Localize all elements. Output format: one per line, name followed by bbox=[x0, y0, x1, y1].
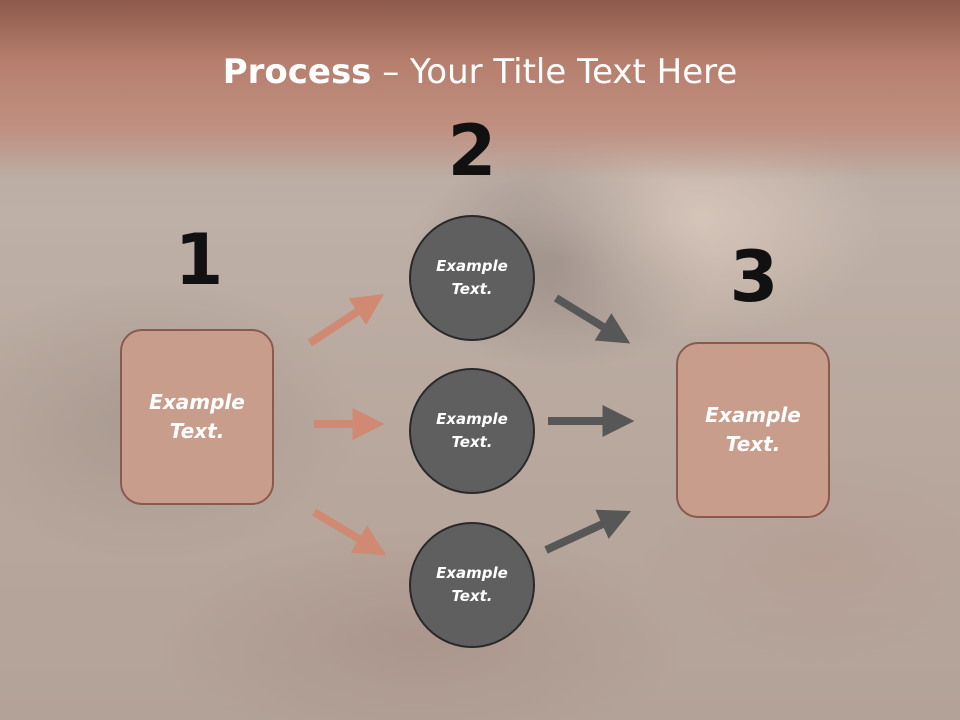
step-number-2: 2 bbox=[447, 110, 497, 192]
arrow-right-up bbox=[544, 509, 632, 554]
step-2-circle-1-text: Example Text. bbox=[436, 257, 508, 298]
header-band bbox=[0, 0, 960, 180]
slide-title: Process – Your Title Text Here bbox=[0, 52, 960, 92]
step-2-circle-2: Example Text. bbox=[409, 368, 535, 494]
step-2-circle-2-text: Example Text. bbox=[436, 410, 508, 451]
step-2-circle-1: Example Text. bbox=[409, 215, 535, 341]
step-number-1: 1 bbox=[174, 219, 224, 301]
arrow-left-down bbox=[311, 508, 387, 556]
arrow-right-down bbox=[553, 294, 631, 344]
step-2-circle-3-text: Example Text. bbox=[436, 564, 508, 605]
title-rest: – Your Title Text Here bbox=[371, 52, 738, 92]
step-3-text: Example Text. bbox=[705, 403, 801, 456]
arrow-left-up bbox=[307, 294, 385, 347]
step-1-text: Example Text. bbox=[149, 390, 245, 443]
title-bold: Process bbox=[222, 52, 372, 92]
step-2-circle-3: Example Text. bbox=[409, 522, 535, 648]
step-3-box: Example Text. bbox=[676, 342, 830, 518]
step-1-box: Example Text. bbox=[120, 329, 274, 505]
step-number-3: 3 bbox=[729, 236, 779, 318]
